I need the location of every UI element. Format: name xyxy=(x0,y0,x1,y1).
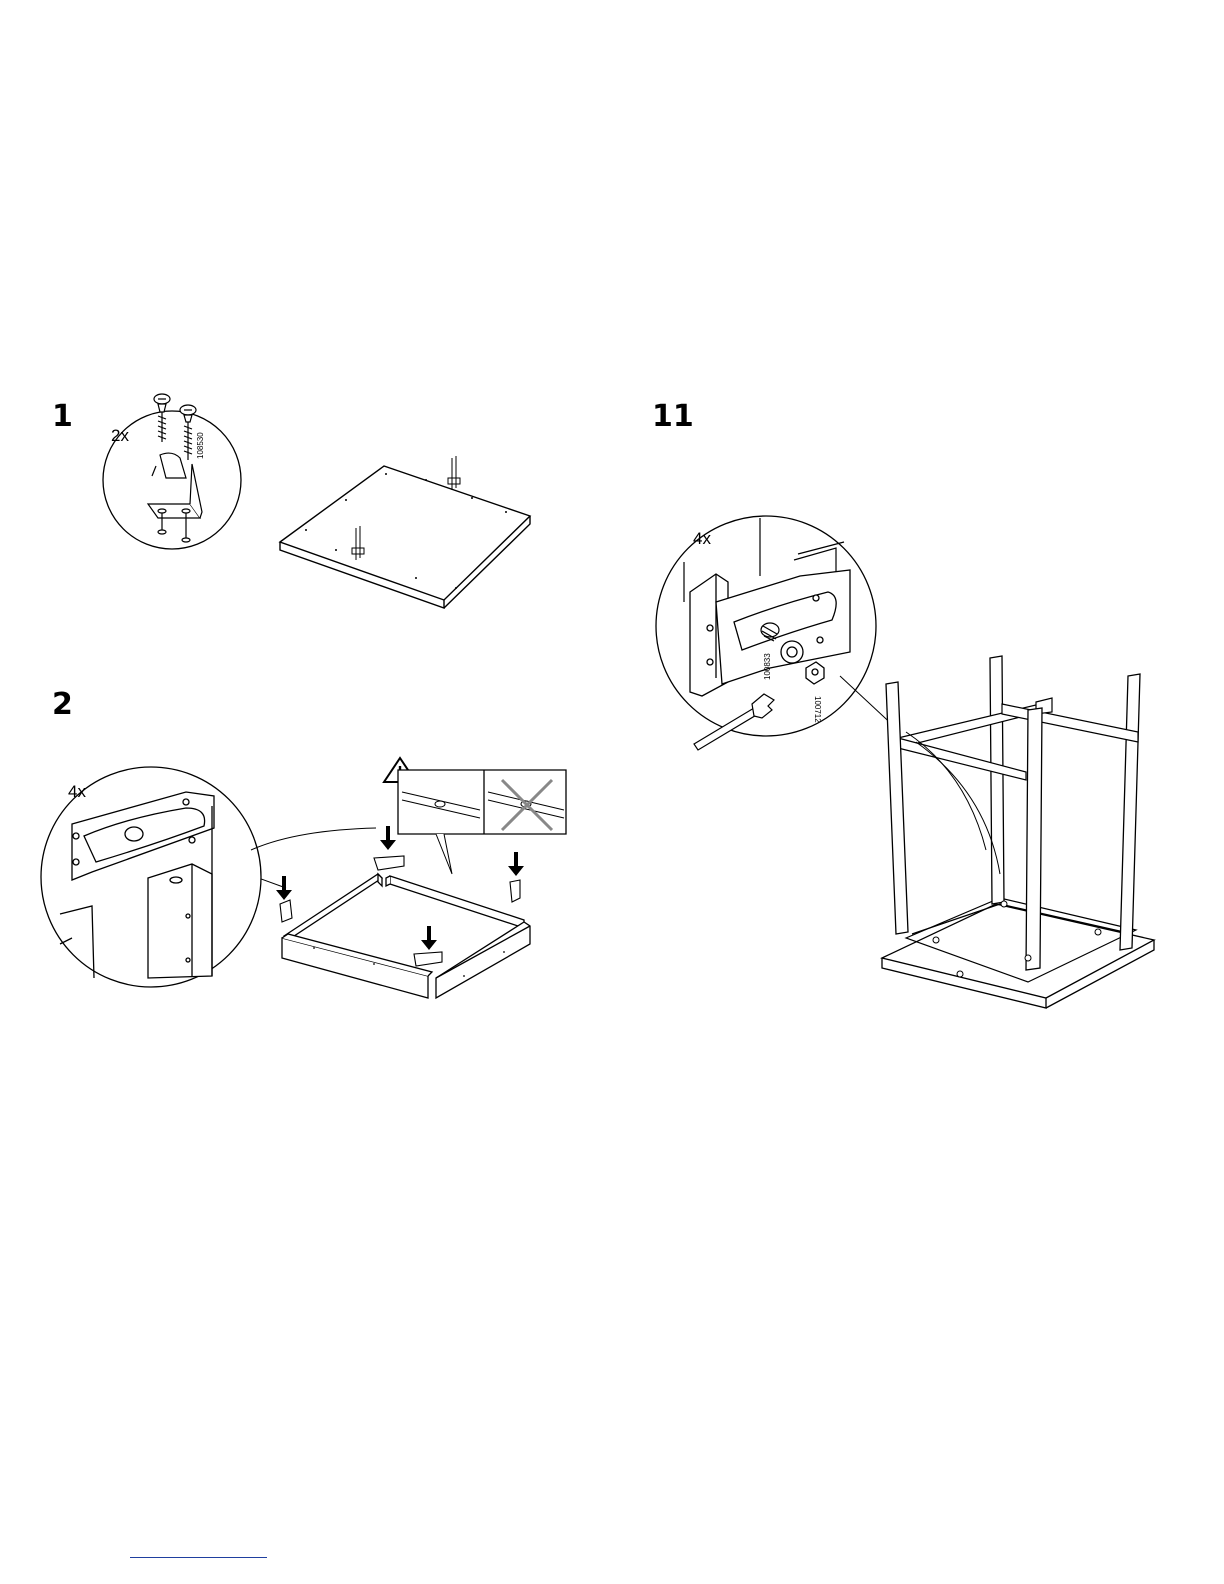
step-1-part-number: 108530 xyxy=(196,432,205,459)
step-1-tabletop xyxy=(276,450,536,610)
step-1-quantity: 2x xyxy=(111,426,129,446)
down-arrow-icon xyxy=(276,826,524,950)
step-11-part-number-a: 100833 xyxy=(763,653,772,680)
step-2-number: 2 xyxy=(52,690,73,720)
step-11-quantity: 4x xyxy=(693,529,711,549)
step-1-detail-circle xyxy=(100,380,250,560)
step-1-number: 1 xyxy=(52,402,73,432)
step-11-detail-circle xyxy=(650,512,890,752)
step-11-number: 11 xyxy=(652,402,694,432)
step-2-frame xyxy=(274,826,534,1006)
step-11-part-number-b: 100712 xyxy=(813,696,822,723)
step-2-quantity: 4x xyxy=(68,782,86,802)
footer-link-underline[interactable] xyxy=(130,1557,267,1558)
step-11-table-upside-down xyxy=(876,652,1166,1012)
